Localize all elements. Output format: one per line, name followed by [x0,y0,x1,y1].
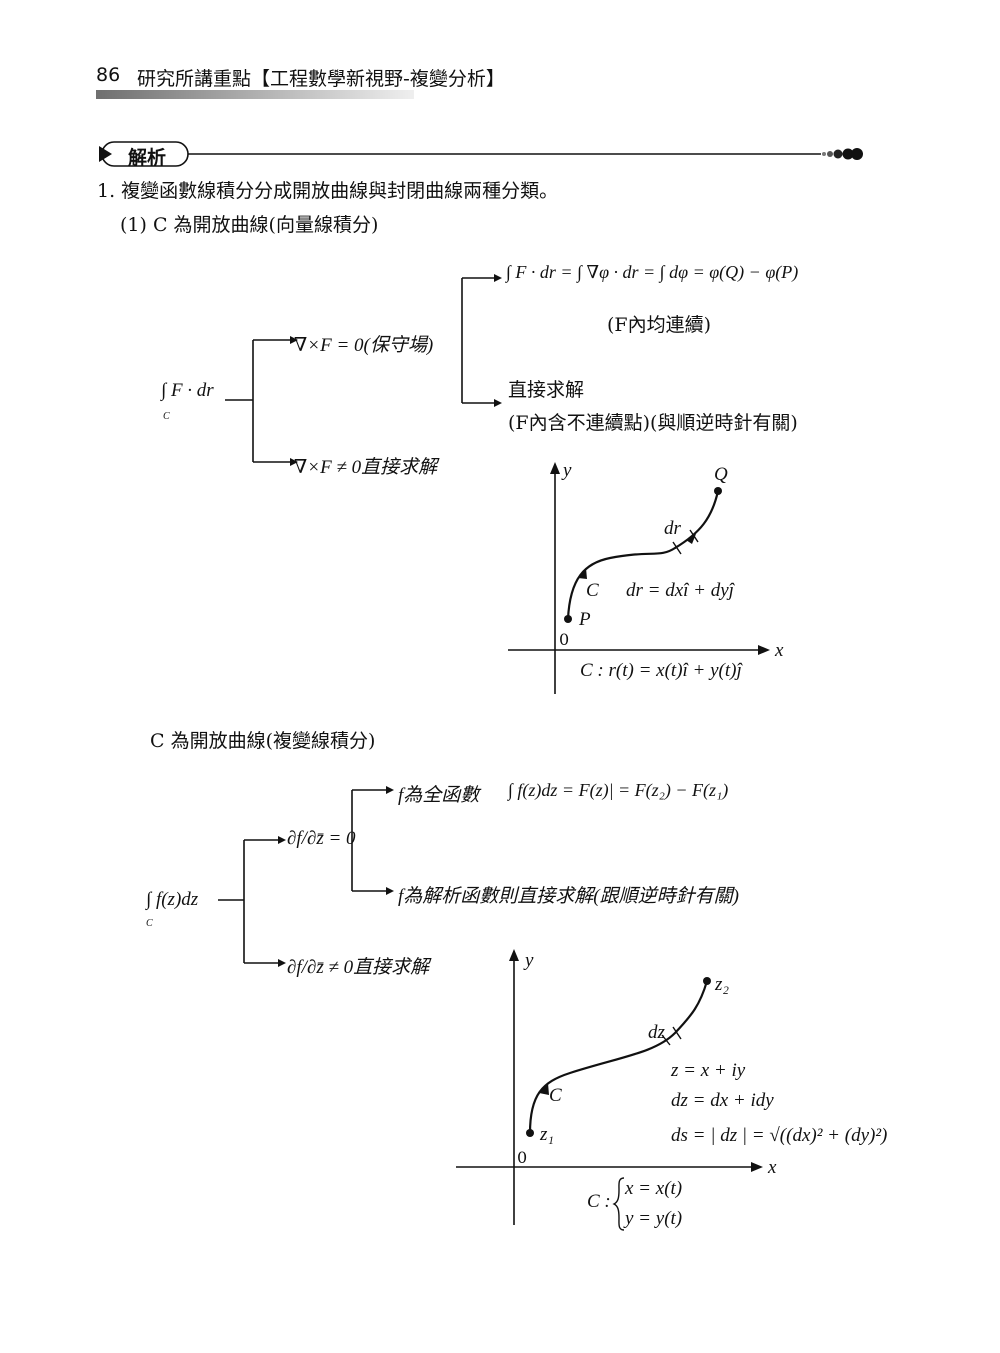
param-brace [612,1177,625,1231]
graph1-x-label: x [775,640,784,661]
complex-branch-bottom: ∂f/∂z̄ ≠ 0直接求解 [287,957,430,978]
vector-root-integral: ∫ F · dr [161,380,214,401]
item-2-text: C 為開放曲線(複變線積分) [150,730,376,752]
graph2-curve-label: C [549,1085,562,1106]
header-rule [96,90,414,99]
complex-root-sub: C [146,918,153,929]
complex-result-top-label: f為全函數 [398,785,480,806]
running-title: 研究所講重點【工程數學新視野-複變分析】 [137,68,505,90]
vector-root-sub: C [163,411,170,422]
graph1-y-label: y [563,460,572,481]
section-label: 解析 [128,147,167,169]
vector-branch-bottom: ∇×F ≠ 0直接求解 [294,457,438,478]
graph2-point-z1: z₁ [540,1124,554,1145]
vector-branch-top: ∇×F = 0(保守場) [294,335,434,356]
vector-tree-connectors [225,274,502,466]
graph1-point-p: P [579,609,591,630]
vector-result-top-note: (F內均連續) [607,314,712,336]
item-1-text: 1. 複變函數線積分分成開放曲線與封閉曲線兩種分類。 [97,180,559,202]
page-number: 86 [96,64,121,86]
graph1-curve-label: C [586,580,599,601]
graph2-param-prefix: C : [587,1191,611,1212]
graph1-dr-formula: dr = dxî + dyĵ [626,580,734,601]
complex-root-integral: ∫ f(z)dz [146,889,199,910]
complex-result-top: ∫ f(z)dz = F(z)| = F(z₂) − F(z₁) [508,780,729,800]
graph2-origin: 0 [517,1148,528,1167]
graph2-param-y: y = y(t) [625,1208,683,1229]
graph2-x-label: x [768,1157,777,1178]
graph2-y-label: y [525,950,534,971]
graph2-eq3: ds = | dz | = √((dx)² + (dy)²) [671,1125,888,1146]
graph1-point-q: Q [714,464,728,485]
section-divider [99,141,863,167]
graph1-origin: 0 [559,630,570,649]
vector-result-mid: 直接求解 [508,379,585,401]
graph1-dr-label: dr [664,518,681,539]
graph2-dz-label: dz [648,1022,665,1043]
complex-curve-graph [456,949,763,1225]
complex-branch-top: ∂f/∂z̄ = 0 [287,828,356,849]
graph2-eq2: dz = dx + idy [671,1090,774,1111]
graph1-param: C : r(t) = x(t)î + y(t)ĵ [580,660,742,681]
vector-curve-graph [508,462,770,694]
complex-result-mid: f為解析函數則直接求解(跟順逆時針有關) [398,886,739,907]
vector-result-mid-note: (F內含不連續點)(與順逆時針有關) [508,412,798,434]
item-1-1-text: (1) C 為開放曲線(向量線積分) [120,214,379,236]
graph2-point-z2: z₂ [715,974,729,995]
complex-tree-connectors [218,786,394,967]
vector-result-top: ∫ F · dr = ∫ ∇φ · dr = ∫ dφ = φ(Q) − φ(P… [506,262,799,282]
play-icon [99,146,112,162]
graph2-param-x: x = x(t) [625,1178,683,1199]
graph2-eq1: z = x + iy [671,1060,746,1081]
